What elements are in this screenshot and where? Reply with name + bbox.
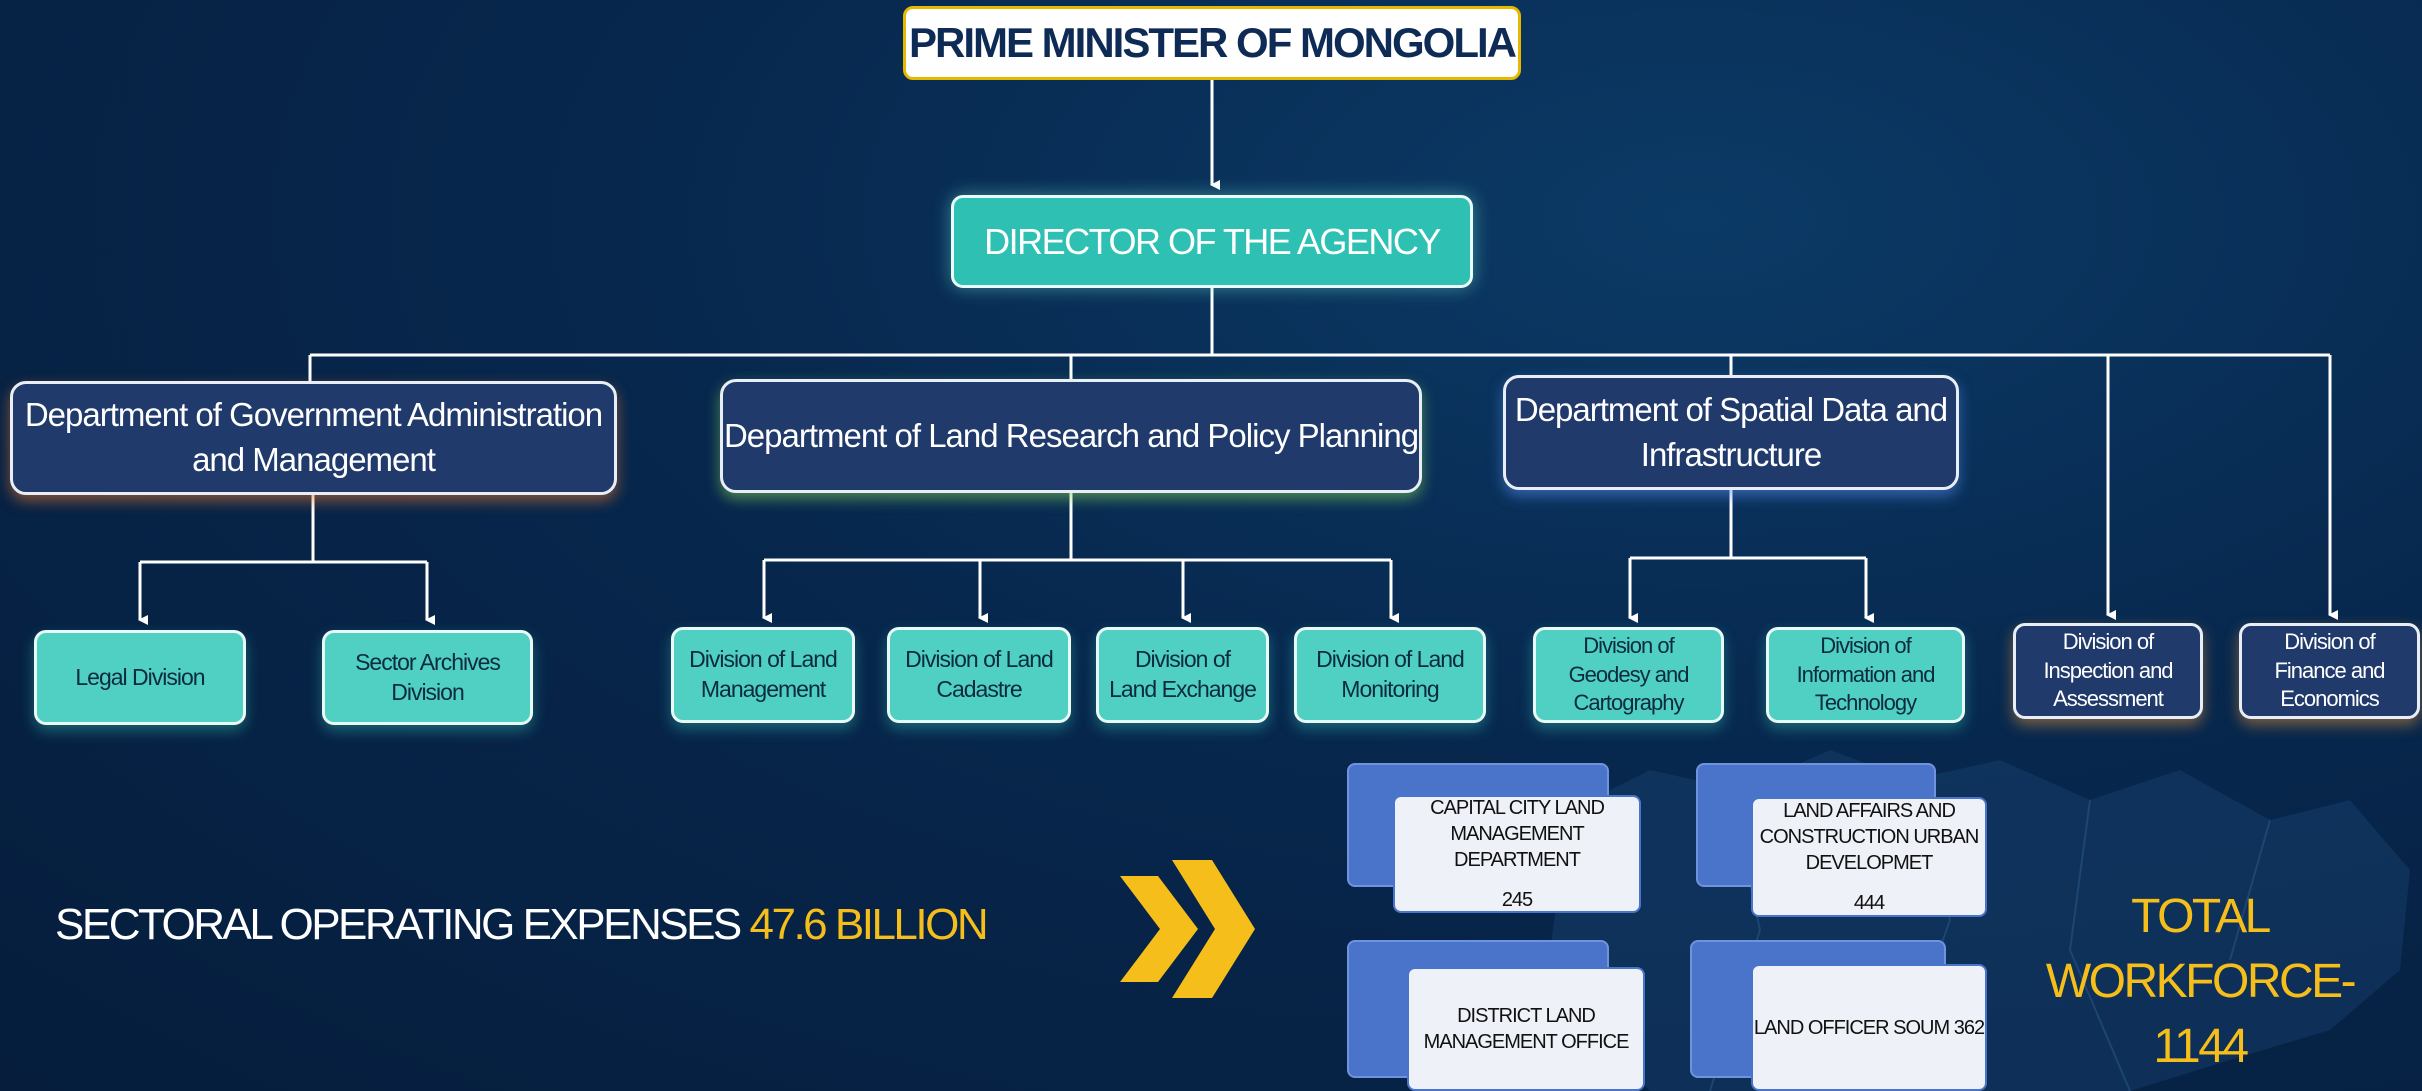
division-label-line1: Division of xyxy=(1820,633,1911,659)
division-finance-economics: Division of Finance and Economics xyxy=(2239,623,2420,719)
division-label-line1: Division of Land xyxy=(1316,646,1465,673)
prime-minister-label: PRIME MINISTER OF MONGOLIA xyxy=(909,19,1517,66)
division-label-line1: Division of xyxy=(2062,629,2154,655)
office-capital-city: CAPITAL CITY LAND MANAGEMENT DEPARTMENT … xyxy=(1393,795,1641,913)
division-label-line2: Geodesy and xyxy=(1568,661,1690,687)
division-label-line1: Division of Land xyxy=(905,646,1054,673)
director-box: DIRECTOR OF THE AGENCY xyxy=(951,195,1473,288)
dept-government-administration: Department of Government Administration … xyxy=(10,381,617,495)
office-label-line1: LAND OFFICER SOUM 362 xyxy=(1753,1016,1985,1039)
division-sector-archives: Sector Archives Division xyxy=(322,630,533,725)
division-land-cadastre: Division of Land Cadastre xyxy=(887,627,1071,723)
division-label-line1: Sector Archives xyxy=(355,648,501,675)
office-label-line2: MANAGEMENT OFFICE xyxy=(1423,1031,1630,1053)
division-label-line3: Economics xyxy=(2280,686,2380,712)
sectoral-expenses: SECTORAL OPERATING EXPENSES 47.6 BILLION xyxy=(55,900,989,950)
division-label-line3: Technology xyxy=(1814,690,1917,716)
total-workforce: TOTAL WORKFORCE- 1144 xyxy=(2010,885,2390,1079)
double-chevron-icon xyxy=(1120,860,1255,998)
division-inspection-assessment: Division of Inspection and Assessment xyxy=(2013,623,2203,719)
division-label-line2: Land Exchange xyxy=(1109,676,1257,702)
dept-spatial-data: Department of Spatial Data and Infrastru… xyxy=(1503,375,1959,490)
division-label: Legal Division xyxy=(75,663,205,690)
division-label-line2: Inspection and xyxy=(2043,657,2173,683)
division-geodesy-cartography: Division of Geodesy and Cartography xyxy=(1533,627,1724,723)
division-legal: Legal Division xyxy=(34,630,246,725)
division-label-line1: Division of xyxy=(2284,629,2375,655)
dept-label-line1: Department of Spatial Data and xyxy=(1514,390,1948,428)
division-label-line2: Finance and xyxy=(2274,657,2385,683)
office-land-affairs: LAND AFFAIRS AND CONSTRUCTION URBAN DEVE… xyxy=(1751,797,1987,917)
office-label-line1: LAND AFFAIRS AND xyxy=(1783,800,1956,822)
office-label-line3: DEVELOPMET xyxy=(1805,852,1934,874)
office-count: 444 xyxy=(1853,892,1885,914)
division-label-line3: Assessment xyxy=(2053,686,2164,712)
office-land-officer-soum: LAND OFFICER SOUM 362 xyxy=(1751,964,1987,1091)
office-count: 245 xyxy=(1501,889,1533,911)
office-label-line1: DISTRICT LAND xyxy=(1457,1005,1596,1027)
workforce-value: 1144 xyxy=(2153,1019,2249,1073)
office-district: DISTRICT LAND MANAGEMENT OFFICE xyxy=(1407,967,1645,1091)
division-label-line2: Management xyxy=(700,676,826,702)
expenses-label: SECTORAL OPERATING EXPENSES xyxy=(55,900,742,949)
office-label-line2: CONSTRUCTION URBAN xyxy=(1759,826,1980,848)
dept-label-line1: Department of Government Administration xyxy=(24,396,603,434)
division-label-line2: Cadastre xyxy=(936,676,1022,702)
division-land-exchange: Division of Land Exchange xyxy=(1096,627,1269,723)
division-label-line1: Division of xyxy=(1134,646,1231,673)
division-label-line1: Division of Land xyxy=(689,646,838,673)
division-label-line1: Division of xyxy=(1583,633,1674,659)
expenses-value: 47.6 BILLION xyxy=(749,900,989,949)
office-label-line1: CAPITAL CITY LAND xyxy=(1430,797,1605,819)
division-label-line2: Information and xyxy=(1796,661,1936,687)
dept-label-line1: Department of Land Research and Policy P… xyxy=(723,416,1419,454)
workforce-label: TOTAL WORKFORCE- xyxy=(2045,890,2357,1008)
division-land-management: Division of Land Management xyxy=(671,627,855,723)
division-land-monitoring: Division of Land Monitoring xyxy=(1294,627,1486,723)
office-label-line2: MANAGEMENT DEPARTMENT xyxy=(1450,823,1584,871)
division-label-line2: Division xyxy=(391,678,465,705)
dept-land-research: Department of Land Research and Policy P… xyxy=(720,379,1422,493)
prime-minister-box: PRIME MINISTER OF MONGOLIA xyxy=(903,6,1521,80)
division-information-technology: Division of Information and Technology xyxy=(1766,627,1965,723)
division-label-line2: Monitoring xyxy=(1341,676,1439,702)
division-label-line3: Cartography xyxy=(1573,690,1684,716)
director-label: DIRECTOR OF THE AGENCY xyxy=(984,220,1441,262)
dept-label-line2: Infrastructure xyxy=(1640,435,1822,473)
dept-label-line2: and Management xyxy=(192,441,436,478)
